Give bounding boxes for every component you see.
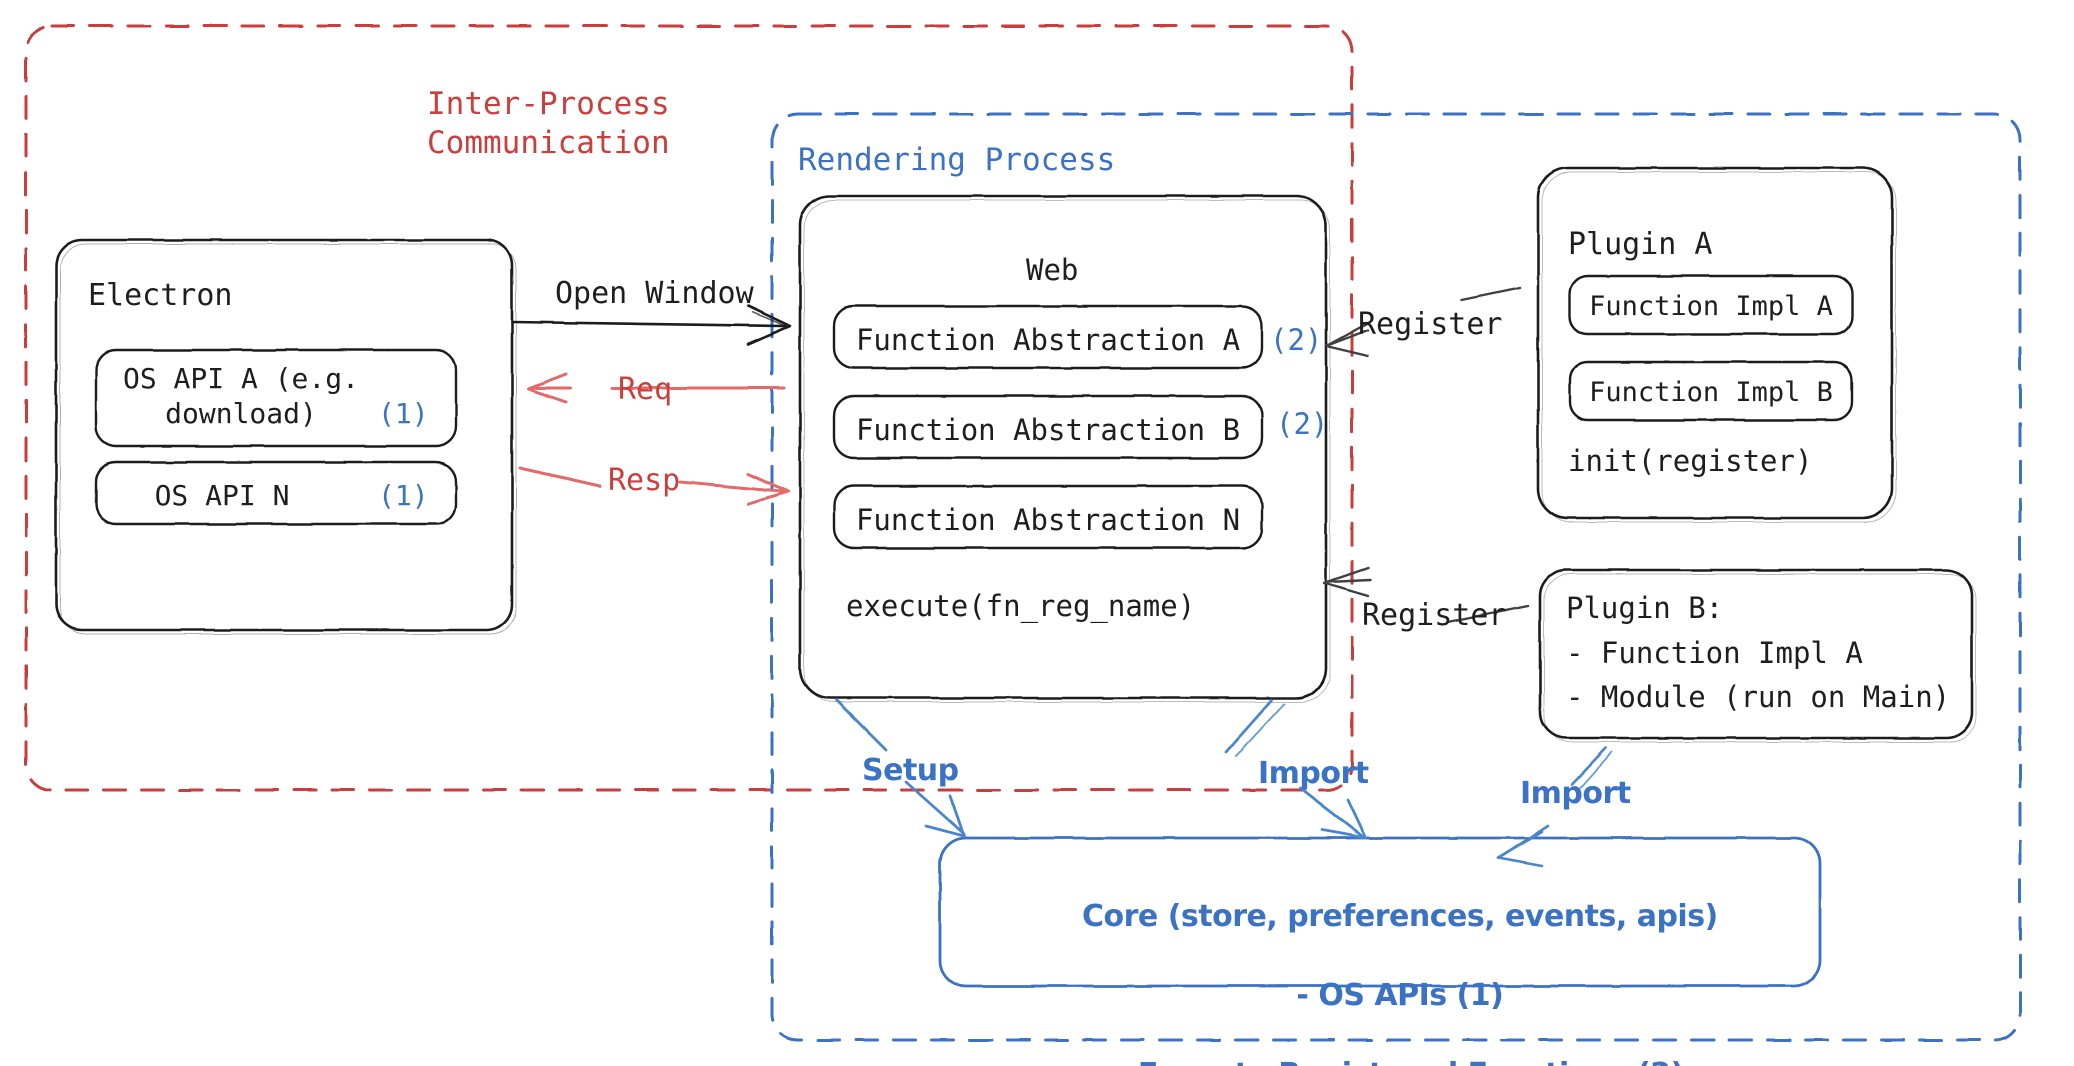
edge-label-import-web: Import <box>1258 756 1369 791</box>
plugin-b-line-2: - Module (run on Main) <box>1566 680 1951 714</box>
edge-label-open-window: Open Window <box>555 276 754 311</box>
plugin-a-title: Plugin A <box>1568 227 1713 262</box>
os-api-a-line2: download) <box>165 397 317 430</box>
ipc-label-line2: Communication <box>427 124 670 161</box>
os-api-a-marker: (1) <box>378 397 429 430</box>
edge-label-req: Req <box>618 372 673 407</box>
web-footer: execute(fn_reg_name) <box>846 589 1196 623</box>
core-line-2: - OS APIs (1) <box>1296 977 1504 1013</box>
edge-label-resp: Resp <box>608 463 681 498</box>
rendering-group-label: Rendering Process <box>798 142 1116 178</box>
core-text: Core (store, preferences, events, apis) … <box>940 857 1820 1066</box>
plugin-a-footer: init(register) <box>1568 444 1813 478</box>
function-abstraction-b-label: Function Abstraction B <box>855 413 1241 447</box>
os-api-n-label: OS API N <box>154 479 290 512</box>
function-abstraction-a-marker: (2) <box>1270 323 1323 357</box>
function-impl-a-label: Function Impl A <box>1589 291 1833 322</box>
plugin-b-line-1: - Function Impl A <box>1566 636 1863 670</box>
os-api-a-label: OS API A (e.g.download) <box>112 361 370 431</box>
edge-label-register-b: Register <box>1362 598 1507 633</box>
os-api-a-line1: OS API A (e.g. <box>122 362 359 395</box>
function-abstraction-n-label: Function Abstraction N <box>855 503 1241 537</box>
core-line-3: - Execute Registered Functions (2) <box>1116 1057 1684 1066</box>
plugin-b-title: Plugin B: <box>1566 591 1724 625</box>
electron-title: Electron <box>88 278 233 313</box>
edge-label-register-a: Register <box>1358 307 1503 342</box>
edge-label-setup: Setup <box>862 753 959 788</box>
function-abstraction-b-marker: (2) <box>1276 407 1329 441</box>
ipc-label-line1: Inter-Process <box>427 86 670 122</box>
web-title: Web <box>1026 253 1079 287</box>
core-line-1: Core (store, preferences, events, apis) <box>1082 898 1718 934</box>
os-api-n-marker: (1) <box>378 479 429 512</box>
function-abstraction-a-label: Function Abstraction A <box>855 323 1241 357</box>
edge-label-import-plugin: Import <box>1520 776 1631 811</box>
function-impl-b-label: Function Impl B <box>1589 377 1833 408</box>
